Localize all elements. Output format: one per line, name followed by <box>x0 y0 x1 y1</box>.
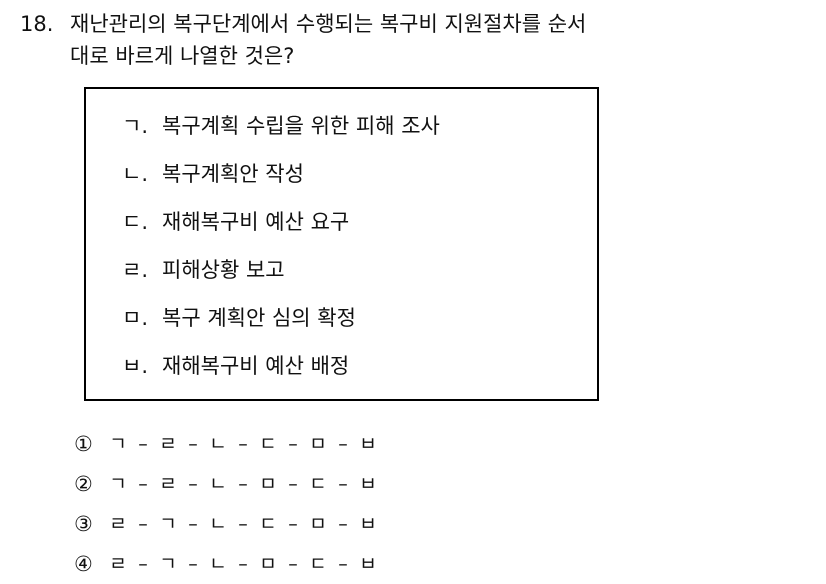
question-stem: 18. 재난관리의 복구단계에서 수행되는 복구비 지원절차를 순서 대로 바르게… <box>20 8 800 72</box>
sequence-item: ㄱ <box>159 553 177 575</box>
question-number: 18. <box>20 12 54 36</box>
sequence-item: ㅂ <box>359 513 377 535</box>
sequence-item: ㅁ <box>309 513 327 535</box>
sequence-item: ㅂ <box>359 553 377 575</box>
sequence-item: ㅁ <box>259 553 277 575</box>
sequence-separator: – <box>288 433 298 455</box>
sequence-separator: – <box>188 553 198 575</box>
sequence-item: ㅁ <box>259 473 277 495</box>
answer-choice-1[interactable]: ① ㄱ–ㄹ–ㄴ–ㄷ–ㅁ–ㅂ <box>74 424 378 464</box>
choice-number: ④ <box>74 552 93 576</box>
sequence-separator: – <box>288 473 298 495</box>
sequence-item: ㄹ <box>159 433 177 455</box>
statement-item: ㄴ. 복구계획안 작성 <box>122 157 440 205</box>
question-text-line-2: 대로 바르게 나열한 것은? <box>70 44 295 68</box>
sequence-item: ㄱ <box>109 473 127 495</box>
answer-choice-2[interactable]: ② ㄱ–ㄹ–ㄴ–ㅁ–ㄷ–ㅂ <box>74 464 378 504</box>
choice-number: ① <box>74 432 93 456</box>
statement-text: 복구계획 수립을 위한 피해 조사 <box>162 114 440 138</box>
statement-item: ㅁ. 복구 계획안 심의 확정 <box>122 301 440 349</box>
statement-marker: ㄹ. <box>122 258 148 282</box>
sequence-separator: – <box>338 513 348 535</box>
sequence-separator: – <box>188 433 198 455</box>
sequence-item: ㄹ <box>109 513 127 535</box>
sequence-separator: – <box>338 433 348 455</box>
sequence-separator: – <box>138 433 148 455</box>
sequence-item: ㄷ <box>309 473 327 495</box>
statement-item: ㄹ. 피해상황 보고 <box>122 253 440 301</box>
sequence-separator: – <box>138 553 148 575</box>
statement-text: 재해복구비 예산 요구 <box>162 210 350 234</box>
sequence-item: ㄷ <box>259 433 277 455</box>
statement-text: 재해복구비 예산 배정 <box>162 354 350 378</box>
sequence-item: ㄹ <box>109 553 127 575</box>
choice-number: ② <box>74 472 93 496</box>
statement-item: ㄷ. 재해복구비 예산 요구 <box>122 205 440 253</box>
sequence-item: ㅁ <box>309 433 327 455</box>
answer-choice-3[interactable]: ③ ㄹ–ㄱ–ㄴ–ㄷ–ㅁ–ㅂ <box>74 504 378 544</box>
sequence-separator: – <box>338 473 348 495</box>
sequence-separator: – <box>238 513 248 535</box>
question-line-2: 대로 바르게 나열한 것은? <box>20 40 800 72</box>
sequence-item: ㄷ <box>309 553 327 575</box>
sequence-item: ㄱ <box>159 513 177 535</box>
statement-text: 복구계획안 작성 <box>162 162 304 186</box>
sequence-separator: – <box>188 513 198 535</box>
sequence-item: ㄷ <box>259 513 277 535</box>
question-text-line-1: 재난관리의 복구단계에서 수행되는 복구비 지원절차를 순서 <box>70 12 587 36</box>
sequence-separator: – <box>288 553 298 575</box>
sequence-separator: – <box>338 553 348 575</box>
answer-choice-4[interactable]: ④ ㄹ–ㄱ–ㄴ–ㅁ–ㄷ–ㅂ <box>74 544 378 584</box>
question-line-1: 18. 재난관리의 복구단계에서 수행되는 복구비 지원절차를 순서 <box>20 8 800 40</box>
statement-text: 피해상황 보고 <box>162 258 285 282</box>
sequence-item: ㄹ <box>159 473 177 495</box>
statement-marker: ㅁ. <box>122 306 148 330</box>
sequence-separator: – <box>238 553 248 575</box>
sequence-item: ㅂ <box>359 473 377 495</box>
sequence-item: ㄴ <box>209 513 227 535</box>
sequence-item: ㄴ <box>209 433 227 455</box>
statement-item: ㅂ. 재해복구비 예산 배정 <box>122 349 440 397</box>
sequence-separator: – <box>138 513 148 535</box>
sequence-item: ㅂ <box>359 433 377 455</box>
statement-marker: ㄴ. <box>122 162 148 186</box>
statement-marker: ㄱ. <box>122 114 148 138</box>
sequence-item: ㄴ <box>209 553 227 575</box>
statement-text: 복구 계획안 심의 확정 <box>162 306 356 330</box>
statement-box: ㄱ. 복구계획 수립을 위한 피해 조사 ㄴ. 복구계획안 작성 ㄷ. 재해복구… <box>84 87 599 401</box>
sequence-separator: – <box>188 473 198 495</box>
sequence-separator: – <box>238 473 248 495</box>
sequence-separator: – <box>138 473 148 495</box>
statement-marker: ㅂ. <box>122 354 148 378</box>
sequence-separator: – <box>288 513 298 535</box>
choice-number: ③ <box>74 512 93 536</box>
statement-list: ㄱ. 복구계획 수립을 위한 피해 조사 ㄴ. 복구계획안 작성 ㄷ. 재해복구… <box>122 109 440 397</box>
statement-item: ㄱ. 복구계획 수립을 위한 피해 조사 <box>122 109 440 157</box>
sequence-separator: – <box>238 433 248 455</box>
statement-marker: ㄷ. <box>122 210 148 234</box>
sequence-item: ㄱ <box>109 433 127 455</box>
sequence-item: ㄴ <box>209 473 227 495</box>
answer-choices: ① ㄱ–ㄹ–ㄴ–ㄷ–ㅁ–ㅂ ② ㄱ–ㄹ–ㄴ–ㅁ–ㄷ–ㅂ ③ ㄹ–ㄱ–ㄴ–ㄷ–ㅁ–… <box>74 424 378 584</box>
